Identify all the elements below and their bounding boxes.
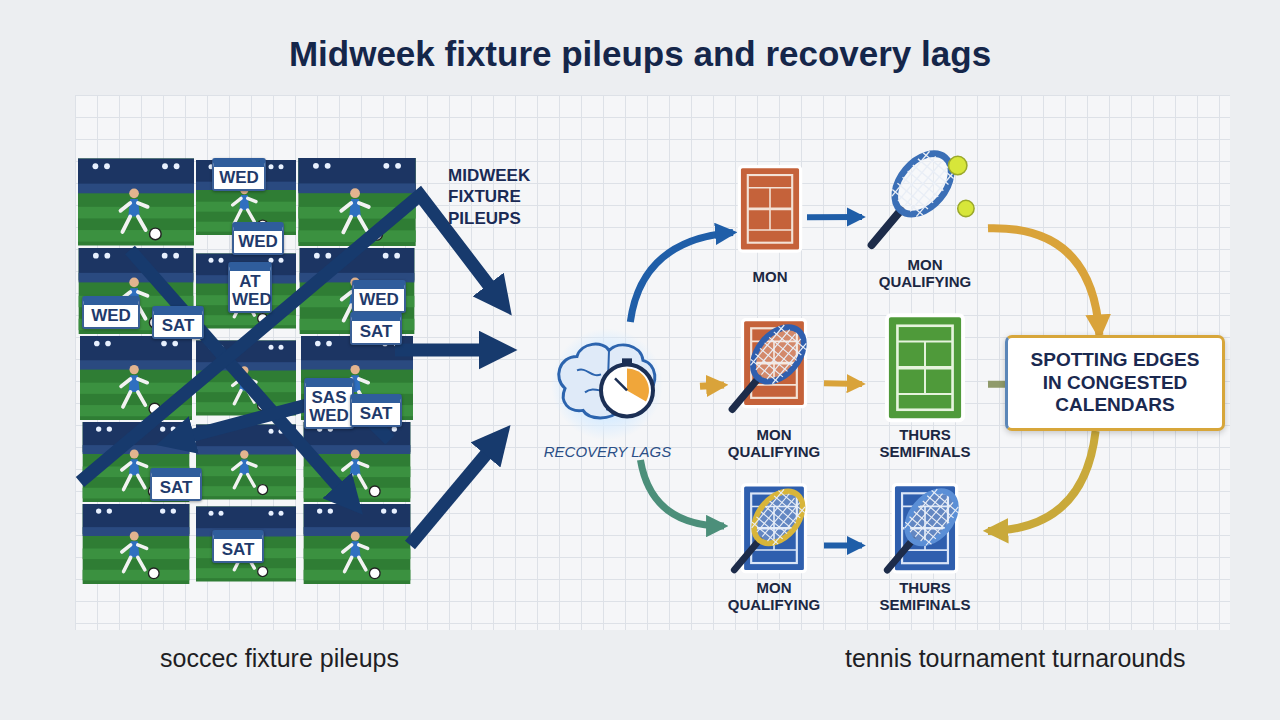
calendar-card: AT WED xyxy=(228,262,272,313)
flow-connector xyxy=(988,381,1005,388)
node-graphic xyxy=(724,305,824,426)
racket-node: MON QUALIFYING xyxy=(862,143,988,290)
node-text: SPOTTING EDGES IN CONGESTED CALENDARS xyxy=(1020,349,1210,417)
pileup-arrows xyxy=(80,195,500,545)
court-node: THURS SEMIFINALS xyxy=(862,310,988,460)
calendar-card: WED xyxy=(232,222,284,255)
node-text: RECOVERY LAGS xyxy=(544,443,672,460)
flow-connector xyxy=(824,380,862,387)
court-node: THURS SEMIFINALS xyxy=(862,478,988,613)
stadium-tile xyxy=(83,504,190,584)
caption-text: soccec fixture pileups xyxy=(160,644,490,673)
calendar-card: WED xyxy=(212,158,266,191)
side-label: MIDWEEK FIXTURE PILEUPS xyxy=(448,165,578,229)
calendar-card: WED xyxy=(82,296,140,329)
node-graphic xyxy=(515,322,700,443)
calendar-card: SAS WED xyxy=(304,378,354,429)
node-graphic xyxy=(862,143,988,256)
feed-arrow xyxy=(410,440,498,545)
node-text: THURS SEMIFINALS xyxy=(862,426,988,461)
node-graphic xyxy=(733,150,807,268)
diagram-title: Midweek fixture pileups and recovery lag… xyxy=(120,34,1160,74)
stadium-tile xyxy=(304,504,411,584)
node-graphic xyxy=(862,478,988,579)
brain-node: RECOVERY LAGS xyxy=(515,322,700,460)
crossing-arrow xyxy=(80,195,500,482)
flow-connector xyxy=(630,232,733,322)
flow-connector xyxy=(807,214,862,220)
flow-connector xyxy=(640,460,724,526)
stadium-tile xyxy=(196,507,296,582)
process-box: SPOTTING EDGES IN CONGESTED CALENDARS xyxy=(1005,335,1225,431)
calendar-card: SAT xyxy=(350,312,402,345)
node-text: MON QUALIFYING xyxy=(862,256,988,291)
court-node: MON QUALIFYING xyxy=(724,305,824,460)
node-graphic xyxy=(862,310,988,426)
flow-connector xyxy=(988,431,1096,531)
calendar-card: SAT xyxy=(212,530,264,563)
calendar-card: SAT xyxy=(152,306,204,339)
flow-connector xyxy=(700,385,724,386)
flow-connector xyxy=(824,543,862,549)
caption-text: tennis tournament turnarounds xyxy=(845,644,1225,673)
calendar-card: SAT xyxy=(350,394,402,427)
flow-connector xyxy=(988,228,1099,335)
soccer-collage xyxy=(78,158,416,584)
court-node: MON QUALIFYING xyxy=(724,478,824,613)
node-text: MON xyxy=(753,268,788,285)
feed-arrow xyxy=(395,344,498,357)
node-text: MON QUALIFYING xyxy=(724,579,824,614)
stadium-tile xyxy=(298,158,415,246)
stadium-tile xyxy=(78,159,194,246)
node-graphic xyxy=(724,478,824,579)
node-text: MON QUALIFYING xyxy=(724,426,824,461)
calendar-card: WED xyxy=(352,280,406,313)
node-text: THURS SEMIFINALS xyxy=(862,579,988,614)
court-node: MON xyxy=(733,150,807,285)
calendar-card: SAT xyxy=(150,468,202,501)
